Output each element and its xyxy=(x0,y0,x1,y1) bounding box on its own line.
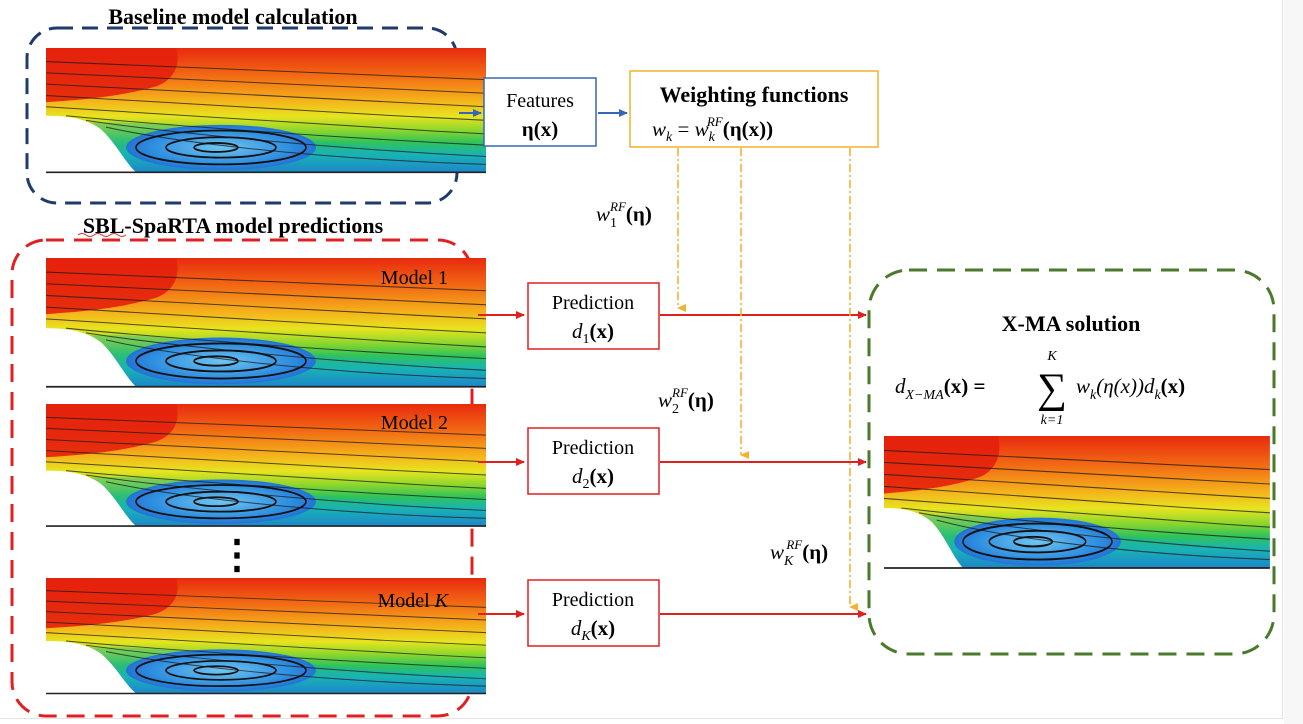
weight-label-2: w2RF(η) xyxy=(658,385,714,417)
model2-label: Model 2 xyxy=(381,412,448,434)
xma-formula: dX−MA(x) = ∑ K k=1 wk(η(x))dk(x) xyxy=(895,349,1185,428)
model1-label: Model 1 xyxy=(381,267,448,289)
features-box[interactable] xyxy=(483,77,597,147)
prediction-K-title: Prediction xyxy=(552,589,634,611)
baseline-flow-image xyxy=(45,47,487,174)
prediction-1-title: Prediction xyxy=(552,292,634,314)
slide-frame xyxy=(0,0,1283,719)
prediction-box-K[interactable]: Prediction dK(x) xyxy=(527,579,660,647)
sum-symbol: ∑ xyxy=(1037,366,1067,412)
weight-label-1: w1RF(η) xyxy=(596,199,652,231)
prediction-1-formula: d1(x) xyxy=(572,319,614,347)
prediction-2-title: Prediction xyxy=(552,437,634,459)
scrollbar-track[interactable] xyxy=(1284,0,1303,724)
xma-title: X-MA solution xyxy=(1002,311,1141,336)
sum-top: K xyxy=(1046,349,1057,364)
weight-label-K: wKRF(η) xyxy=(770,537,828,569)
weighting-formula: wk = wkRF(η(x)) xyxy=(652,114,773,145)
baseline-dashed-box xyxy=(25,26,459,205)
features-label: Features xyxy=(506,90,574,112)
svg-text:dX−MA(x) =: dX−MA(x) = xyxy=(895,374,985,403)
sparta-title: SBL-SpaRTA model predictions xyxy=(83,213,384,238)
spellcheck-underline xyxy=(77,233,127,237)
prediction-box-2[interactable]: Prediction d2(x) xyxy=(527,427,660,495)
modelK-label: Model K xyxy=(377,590,449,612)
svg-text:wk(η(x))dk(x): wk(η(x))dk(x) xyxy=(1076,374,1185,403)
prediction-2-formula: d2(x) xyxy=(572,464,614,492)
weighting-title: Weighting functions xyxy=(660,82,849,107)
sum-bottom: k=1 xyxy=(1041,413,1064,428)
xma-dashed-box xyxy=(867,268,1276,656)
prediction-box-1[interactable]: Prediction d1(x) xyxy=(527,282,660,350)
baseline-title: Baseline model calculation xyxy=(108,4,357,29)
xma-flow-image xyxy=(883,435,1271,569)
features-formula: η(x) xyxy=(522,117,558,141)
ellipsis-icon: ⋮ xyxy=(217,532,257,577)
prediction-K-formula: dK(x) xyxy=(571,616,615,644)
weighting-box[interactable] xyxy=(629,70,879,148)
